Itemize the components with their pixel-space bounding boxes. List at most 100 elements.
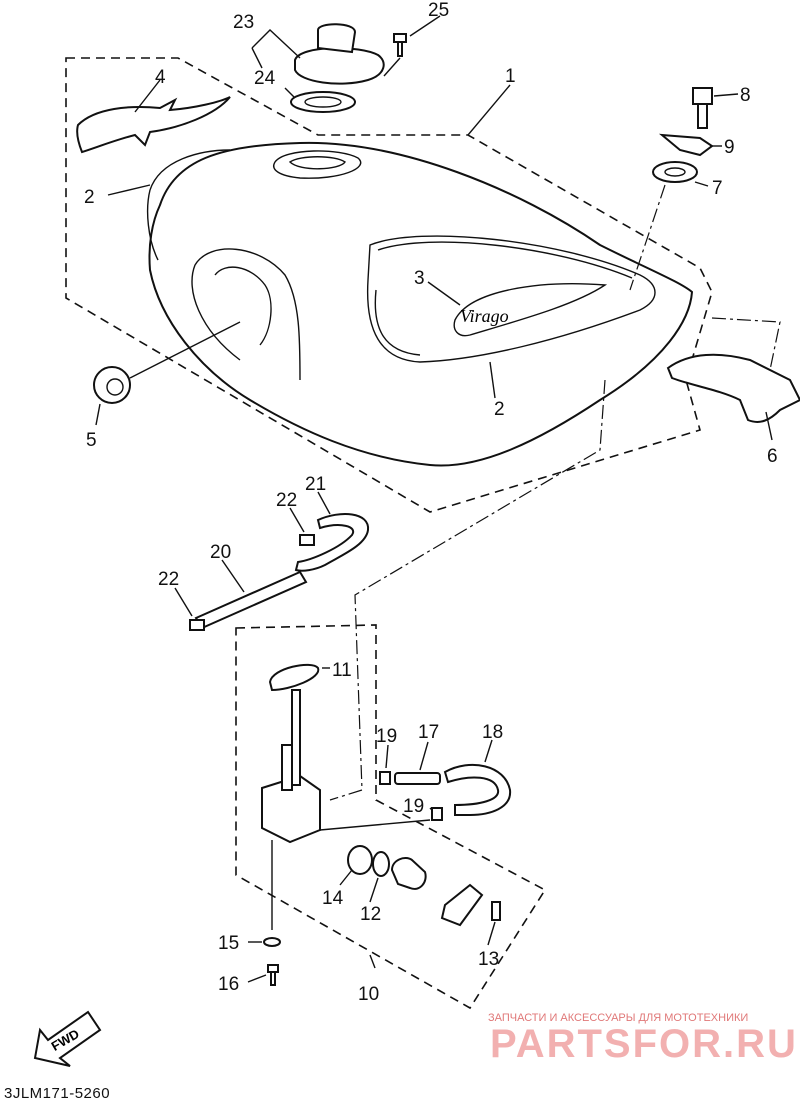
leader-1 <box>467 84 511 136</box>
callout-21: 21 <box>305 474 326 495</box>
callout-16: 16 <box>218 974 239 995</box>
leader-24 <box>284 87 296 99</box>
callout-25: 25 <box>428 0 449 21</box>
leader-20 <box>221 559 245 593</box>
leader-12 <box>369 877 379 903</box>
fwd-arrow-icon: FWD <box>33 1010 102 1067</box>
callout-14: 14 <box>322 888 344 909</box>
fuel-cap-key <box>317 23 357 54</box>
rear-bracket <box>666 353 800 423</box>
leader-16 <box>247 974 267 983</box>
drain-bolt-16 <box>267 964 279 986</box>
knob-14 <box>347 845 373 875</box>
leader-6 <box>765 411 773 441</box>
callout-23: 23 <box>233 12 254 33</box>
callout-17: 17 <box>418 722 439 743</box>
callout-3: 3 <box>414 268 425 289</box>
tank-emblem-script: Virago <box>460 306 509 326</box>
leader-19b <box>429 807 433 811</box>
fuel-cock-pipe-short <box>281 744 293 791</box>
tank-cap-seat <box>273 150 362 179</box>
leader-23 <box>251 29 301 59</box>
callout-2b: 2 <box>494 399 505 420</box>
callout-4: 4 <box>155 67 166 88</box>
bolt-8 <box>692 87 713 129</box>
leader-25b <box>383 57 401 77</box>
fuel-tank <box>148 141 694 467</box>
hose-21 <box>294 513 370 572</box>
tank-assembly-boundary <box>65 57 713 513</box>
clip-19-a <box>379 771 391 785</box>
callout-8: 8 <box>740 85 751 106</box>
screw-25 <box>393 33 407 57</box>
plate-9 <box>658 133 714 157</box>
tank-side-panel-inner <box>374 241 633 356</box>
fuel-cock-lever <box>390 857 427 890</box>
callout-5: 5 <box>86 430 97 451</box>
callout-9: 9 <box>724 137 735 158</box>
leader-10 <box>369 954 376 969</box>
grommet-5-hole <box>106 378 124 396</box>
callout-22b: 22 <box>158 569 179 590</box>
leader-19a <box>385 744 389 769</box>
tank-emblem-shape <box>453 283 608 337</box>
leader-23b <box>251 47 263 69</box>
hose-18 <box>443 763 512 816</box>
callout-24: 24 <box>254 68 276 89</box>
grommet-5 <box>93 366 131 404</box>
cap-gasket-24-hole <box>304 96 342 108</box>
callout-19a: 19 <box>376 726 397 747</box>
callout-18: 18 <box>482 722 503 743</box>
o-ring-12 <box>372 851 390 877</box>
hose-17 <box>394 772 441 785</box>
clip-22-b <box>189 619 205 631</box>
tank-left-rim <box>146 149 231 261</box>
pipe-20 <box>194 570 308 630</box>
emblem-decal <box>76 96 231 154</box>
bolt-guide <box>629 184 666 291</box>
leader-14 <box>339 869 353 886</box>
watermark-tagline: ЗАПЧАСТИ И АКСЕССУАРЫ ДЛЯ МОТОТЕХНИКИ <box>488 1012 749 1024</box>
fuel-line-guide <box>329 379 606 801</box>
callout-20: 20 <box>210 542 231 563</box>
tank-side-panel <box>366 235 656 363</box>
fuel-cock-pipe <box>291 689 301 786</box>
callout-7: 7 <box>712 178 723 199</box>
leader-2b <box>489 361 496 399</box>
tank-tunnel-inner <box>214 266 272 346</box>
tank-tunnel <box>191 248 301 381</box>
cap-gasket-24 <box>290 91 356 113</box>
leader-8 <box>713 93 739 97</box>
callout-15: 15 <box>218 933 239 954</box>
callout-22a: 22 <box>276 490 297 511</box>
washer-7 <box>652 161 698 183</box>
washer-7-hole <box>664 167 686 177</box>
leader-22a <box>289 507 305 533</box>
callout-10: 10 <box>358 984 379 1005</box>
callout-2a: 2 <box>84 187 95 208</box>
leader-25 <box>409 15 441 37</box>
cover-plate <box>440 883 484 927</box>
leader-17 <box>419 741 429 771</box>
watermark-logo: PARTSFOR.RU <box>490 1022 798 1066</box>
callout-1: 1 <box>505 66 516 87</box>
callout-12: 12 <box>360 904 381 925</box>
leader-22b <box>174 587 193 617</box>
outlet-guide <box>319 819 431 831</box>
leader-2a <box>107 184 151 196</box>
leader-5 <box>95 403 101 426</box>
tank-cap-seat-inner <box>288 156 346 170</box>
leader-21 <box>317 491 331 515</box>
clip-19-b <box>431 807 443 821</box>
leader-3 <box>427 281 461 306</box>
callout-11: 11 <box>332 660 352 681</box>
leader-7 <box>694 181 709 187</box>
o-ring-11 <box>268 663 320 692</box>
bracket-guide <box>711 317 781 371</box>
fuel-cap <box>294 47 385 85</box>
leader-4 <box>134 79 161 113</box>
diagram-code: 3JLM171-5260 <box>4 1085 111 1102</box>
washer-15 <box>263 937 281 947</box>
callout-13: 13 <box>478 949 499 970</box>
